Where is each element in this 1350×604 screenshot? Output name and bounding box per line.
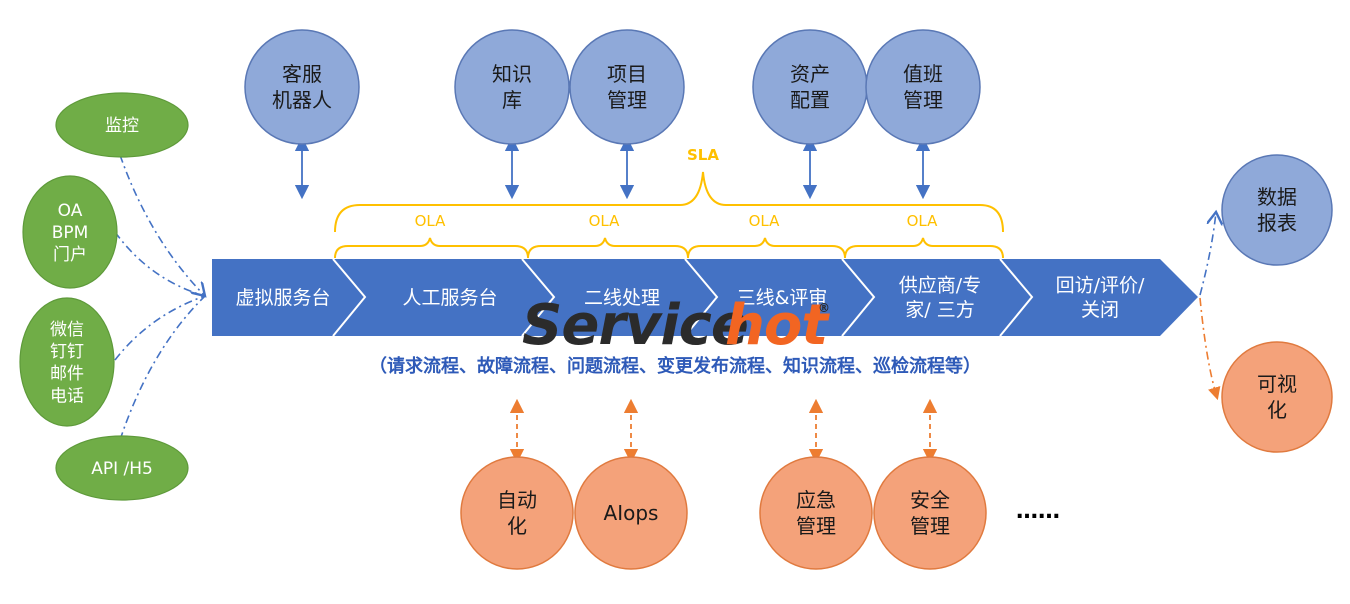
channel-api-line: API /H5 <box>91 459 153 479</box>
process-step[interactable]: 二线处理 <box>584 287 660 309</box>
channel-wechat-line: 邮件 <box>50 364 84 384</box>
top-module-knowledge[interactable]: 知识库 <box>454 29 570 145</box>
output-connectors <box>1199 212 1216 401</box>
bottom-connectors <box>509 398 938 464</box>
bottom-module-aiops-line: AIops <box>604 501 659 525</box>
output-report-circle <box>1221 154 1333 266</box>
servicehot-logo: Service hot ® <box>522 293 831 358</box>
process-caption: （请求流程、故障流程、问题流程、变更发布流程、知识流程、巡检流程等） <box>369 355 981 377</box>
bottom-module-security-circle <box>873 456 987 570</box>
bottom-module-aiops[interactable]: AIops <box>574 456 688 570</box>
process-step-line: 供应商/专 <box>899 274 981 296</box>
top-module-asset-circle <box>752 29 868 145</box>
channel-wechat-line: 电话 <box>50 386 84 406</box>
process-step[interactable]: 三线&评审 <box>737 287 828 309</box>
channel-monitor[interactable]: 监控 <box>55 92 189 158</box>
channel-monitor-line: 监控 <box>105 116 139 136</box>
process-step[interactable]: 供应商/专家/ 三方 <box>899 274 981 321</box>
top-module-knowledge-circle <box>454 29 570 145</box>
process-steps: 虚拟服务台 人工服务台 二线处理 三线&评审 供应商/专家/ 三方 回访/评价/关闭 <box>235 274 1145 321</box>
logo-hot: hot <box>725 293 830 358</box>
top-module-duty-line: 管理 <box>903 88 943 112</box>
logo-service: Service <box>522 293 748 358</box>
process-step-line: 回访/评价/ <box>1056 274 1145 296</box>
top-module-project-line: 项目 <box>607 62 647 86</box>
process-step[interactable]: 回访/评价/关闭 <box>1056 274 1145 321</box>
output-visual-line: 化 <box>1267 398 1287 422</box>
bottom-module-automation[interactable]: 自动化 <box>460 456 574 570</box>
bottom-module-automation-line: 自动 <box>497 488 537 512</box>
bottom-module-aiops-circle <box>574 456 688 570</box>
channel-oa-line: BPM <box>52 223 89 243</box>
top-module-asset-line: 配置 <box>790 88 830 112</box>
output-visual[interactable]: 可视化 <box>1221 341 1333 453</box>
top-module-project-circle <box>569 29 685 145</box>
top-module-asset-line: 资产 <box>790 62 830 86</box>
channel-oa-ellipse <box>22 175 118 289</box>
channel-monitor-ellipse <box>55 92 189 158</box>
bottom-module-security-line: 安全 <box>910 488 950 512</box>
top-module-project-line: 管理 <box>607 88 647 112</box>
channel-wechat-line: 微信 <box>50 320 84 340</box>
top-module-knowledge-line: 知识 <box>492 62 532 86</box>
sla-bracket <box>334 171 1004 233</box>
ola-label: OLA <box>907 212 939 230</box>
bottom-module-emergency-line: 应急 <box>796 488 836 512</box>
ola-label: OLA <box>749 212 781 230</box>
sla-label: SLA <box>687 146 719 164</box>
top-module-duty-line: 值班 <box>903 62 943 86</box>
channel-oa-line: OA <box>58 201 83 221</box>
process-step-line: 虚拟服务台 <box>235 287 330 309</box>
channel-connectors <box>114 154 205 441</box>
ola-label: OLA <box>589 212 621 230</box>
ola-labels: OLA OLA OLA OLA <box>415 212 939 230</box>
output-visual-line: 可视 <box>1257 372 1297 396</box>
ola-brackets <box>334 237 1004 259</box>
process-step-line: 家/ 三方 <box>905 299 974 321</box>
top-module-chatbot-circle <box>244 29 360 145</box>
process-step-line: 人工服务台 <box>402 287 497 309</box>
top-module-chatbot-line: 机器人 <box>272 88 332 112</box>
bottom-module-automation-circle <box>460 456 574 570</box>
top-module-duty-circle <box>865 29 981 145</box>
channel-wechat-ellipse <box>19 297 115 427</box>
process-step[interactable]: 人工服务台 <box>402 287 497 309</box>
channel-wechat-line: 钉钉 <box>50 342 84 362</box>
process-step-line: 三线&评审 <box>737 287 828 309</box>
process-step[interactable]: 虚拟服务台 <box>235 287 330 309</box>
process-step-line: 关闭 <box>1081 299 1119 321</box>
channel-oa-line: 门户 <box>53 245 87 265</box>
top-module-chatbot-line: 客服 <box>282 62 322 86</box>
logo-registered: ® <box>818 301 830 315</box>
output-report-line: 报表 <box>1257 211 1297 235</box>
ola-label: OLA <box>415 212 447 230</box>
more-ellipsis: …… <box>1016 499 1060 524</box>
top-connectors <box>294 136 931 200</box>
channel-api-ellipse <box>55 435 189 501</box>
bottom-module-security-line: 管理 <box>910 514 950 538</box>
bottom-module-emergency-circle <box>759 456 873 570</box>
output-report-line: 数据 <box>1257 185 1297 209</box>
process-bar <box>212 258 1198 337</box>
top-module-knowledge-line: 库 <box>502 88 522 112</box>
bottom-module-emergency-line: 管理 <box>796 514 836 538</box>
process-step-line: 二线处理 <box>584 287 660 309</box>
channel-api[interactable]: API /H5 <box>55 435 189 501</box>
output-visual-circle <box>1221 341 1333 453</box>
bottom-module-automation-line: 化 <box>507 514 527 538</box>
